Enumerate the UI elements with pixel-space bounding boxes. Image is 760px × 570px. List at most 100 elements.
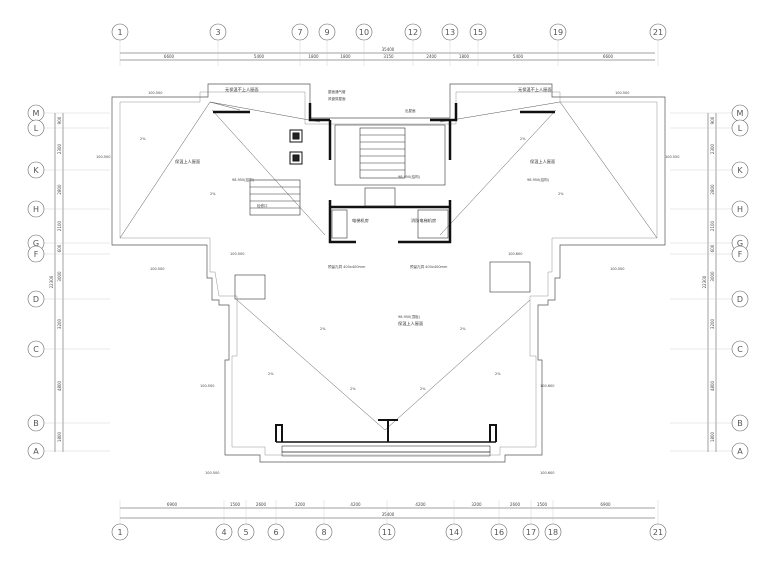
axis-bottom-21: 21 [649,523,667,541]
edge-elev-8: 100.600 [508,252,522,256]
dim-bottom-total: 35400 [382,512,395,517]
edge-elev-10: 100.600 [540,384,554,388]
dim-top-1: 5400 [254,54,265,59]
dim-left-3: 2100 [57,220,62,231]
axis-top-21: 21 [649,23,667,41]
svg-text:L: L [34,124,39,133]
label-note-c: 出屋面 [405,108,416,113]
label-roof-right: 保温上人屋面 [530,158,555,165]
room-labels: 保温上人屋面 保温上人屋面 保温上人屋面 无保温不上人屋面 无保温不上人屋面 电… [175,86,555,327]
edge-elev-2: 100.500 [615,91,629,95]
svg-text:B: B [737,419,743,428]
svg-text:C: C [33,345,39,354]
svg-text:K: K [737,166,743,175]
roof-slope-lines [119,101,658,431]
dim-right-5: 3000 [710,271,715,282]
svg-text:M: M [33,109,40,118]
svg-text:21: 21 [653,28,663,37]
dim-left-1: 2300 [57,143,62,154]
axis-bottom-11: 11 [378,523,396,541]
axis-bottom-5: 5 [237,523,255,541]
axis-bottom-6: 6 [267,523,285,541]
svg-text:15: 15 [473,28,483,37]
label-fire-elevator-room: 消防电梯机房 [411,217,436,224]
svg-text:F: F [738,250,743,259]
axis-left-M: M [27,104,45,122]
dim-left-7: 4800 [57,380,62,391]
label-hole-right: 预留孔洞 400x400mm [410,264,448,269]
dim-top-8: 6600 [603,54,614,59]
svg-text:1: 1 [117,28,122,37]
svg-text:21: 21 [653,528,663,537]
svg-text:14: 14 [449,528,459,537]
dim-bottom-5: 4200 [415,502,426,507]
svg-text:8: 8 [321,528,326,537]
dim-right-7: 4800 [710,380,715,391]
slope-10: 2% [420,387,426,391]
label-roof-left: 保温上人屋面 [175,158,200,165]
axis-left-H: H [27,200,45,218]
edge-elev-6: 100.500 [610,267,624,271]
svg-text:16: 16 [494,528,504,537]
svg-text:H: H [33,205,39,214]
axis-bottom-16: 16 [490,523,508,541]
dim-bottom-8: 1500 [537,502,548,507]
svg-text:6: 6 [273,528,278,537]
svg-text:M: M [737,109,744,118]
svg-text:F: F [34,250,39,259]
svg-text:12: 12 [408,28,418,37]
axis-top-9: 9 [318,23,336,41]
axis-left-L: L [27,119,45,137]
dim-left-total: 22300 [49,275,54,288]
edge-elev-3: 100.500 [96,155,110,159]
svg-text:G: G [33,239,39,248]
slope-1: 2% [140,137,146,141]
dim-left-2: 2800 [57,184,62,195]
dim-bottom-2: 2600 [256,502,267,507]
dim-right-3: 2100 [710,220,715,231]
label-main-elev: 98.950(顶板) [398,314,421,319]
axis-bottom-8: 8 [315,523,333,541]
label-elev-right: 98.950(结构) [527,177,550,182]
core-thin-walls [234,124,531,300]
dim-top-total: 35400 [382,47,395,52]
dim-top-3: 1800 [340,54,351,59]
label-roof-top-right: 无保温不上人屋面 [518,86,552,93]
dim-bottom-3: 3200 [295,502,306,507]
dim-top-2: 1800 [308,54,319,59]
dim-right-1: 2300 [710,143,715,154]
svg-text:9: 9 [324,28,329,37]
axis-left-B: B [27,414,45,432]
label-note-b: 风管穿屋面 [328,96,346,101]
svg-text:B: B [33,419,39,428]
slope-labels: 2% 2% 2% 2% 2% 2% 2% 2% 2% 2% [140,137,564,391]
dim-right-total: 22300 [702,275,707,288]
dim-top-5: 2400 [426,54,437,59]
label-roof-main: 保温上人屋面 [398,320,423,327]
slope-5: 2% [320,327,326,331]
left-dimension-lines [54,113,64,452]
dim-right-4: 600 [710,244,715,252]
dim-left-5: 3000 [57,271,62,282]
axis-left-K: K [27,161,45,179]
axis-left-D: D [27,290,45,308]
dim-right-0: 900 [710,116,715,124]
dim-bottom-7: 2600 [510,502,521,507]
edge-elev-1: 100.500 [148,91,162,95]
svg-text:10: 10 [359,28,369,37]
label-hole-left: 预留孔洞 400x400mm [328,264,366,269]
dim-bottom-1: 1500 [230,502,241,507]
dim-bottom-9: 6900 [600,502,611,507]
roof-outline [111,83,666,463]
axis-bottom-18: 18 [544,523,562,541]
dim-right-6: 3200 [710,318,715,329]
axis-left-A: A [27,442,45,460]
axis-bottom-17: 17 [522,523,540,541]
axis-right-C: C [731,340,749,358]
dim-left-4: 600 [57,244,62,252]
vent-boxes [289,129,303,165]
edge-elev-7: 100.500 [230,252,244,256]
axis-top-1: 1 [111,23,129,41]
top-dimension-lines [120,52,655,61]
